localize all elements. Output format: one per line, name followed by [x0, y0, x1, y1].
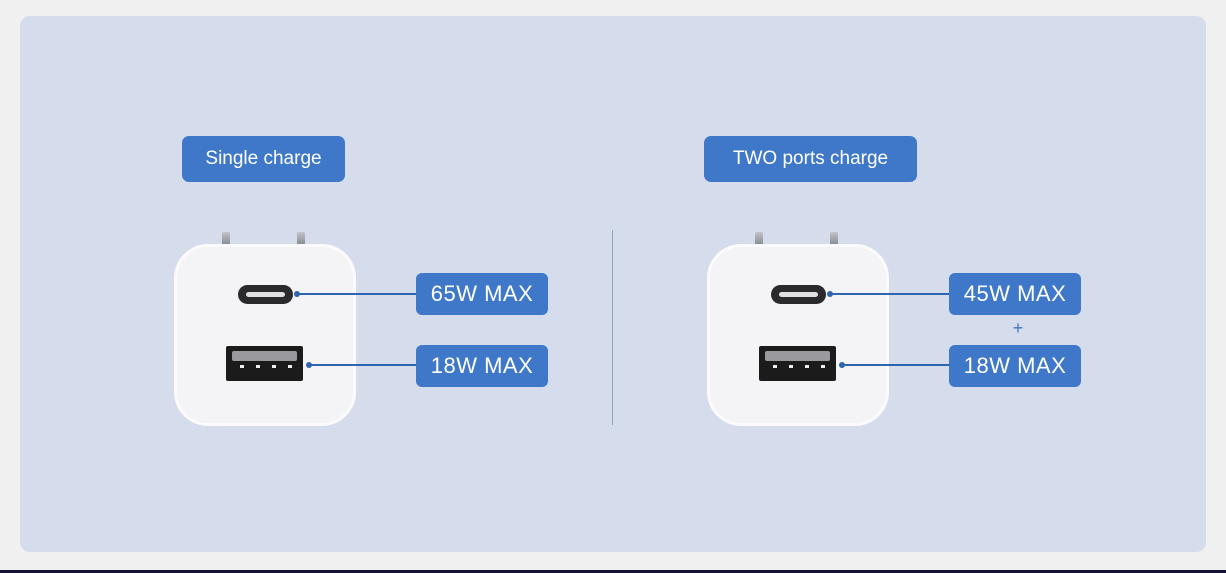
divider: [612, 230, 613, 425]
prong: [297, 232, 305, 244]
usb-a-power-label: 18W MAX: [416, 345, 548, 387]
two-ports-charge-title: TWO ports charge: [704, 136, 917, 182]
pointer-line: [309, 364, 416, 366]
usb-c-port-icon: [771, 285, 826, 304]
plus-sign: +: [1012, 318, 1024, 338]
charger-image: [174, 232, 356, 426]
single-charge-title: Single charge: [182, 136, 345, 182]
charger-image: [707, 232, 889, 426]
usb-c-power-label: 45W MAX: [949, 273, 1081, 315]
pointer-line: [842, 364, 949, 366]
prong: [830, 232, 838, 244]
usb-a-power-label: 18W MAX: [949, 345, 1081, 387]
bottom-border: [0, 570, 1226, 573]
pointer-line: [297, 293, 416, 295]
prong: [755, 232, 763, 244]
usb-a-port-icon: [226, 346, 303, 381]
usb-c-port-icon: [238, 285, 293, 304]
pointer-line: [830, 293, 949, 295]
prong: [222, 232, 230, 244]
usb-c-power-label: 65W MAX: [416, 273, 548, 315]
usb-a-port-icon: [759, 346, 836, 381]
